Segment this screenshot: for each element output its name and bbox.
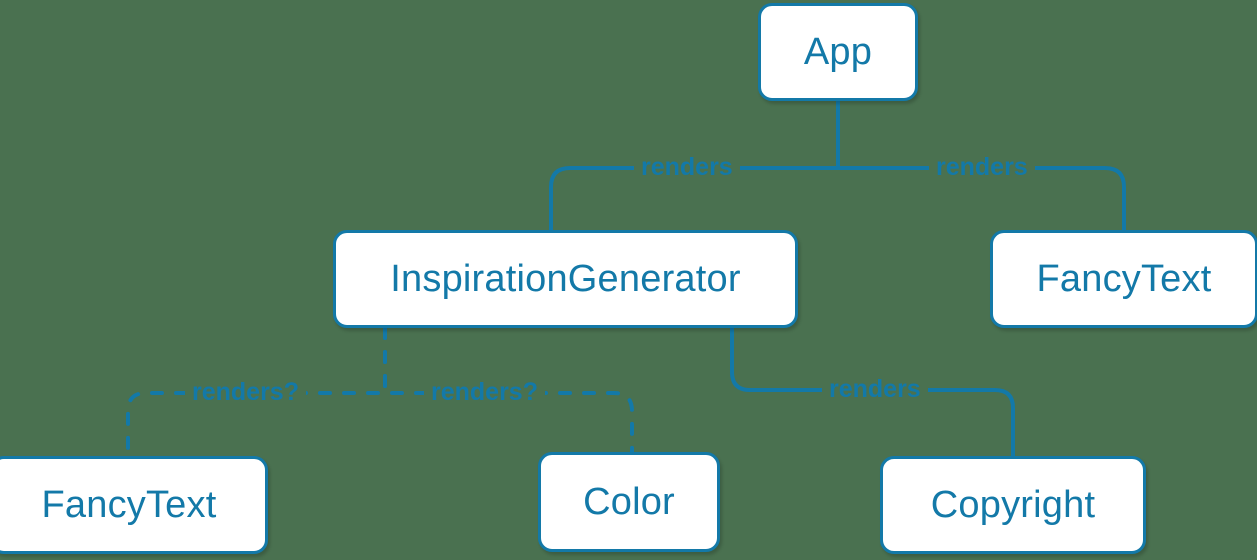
node-fancytext-right[interactable]: FancyText bbox=[990, 230, 1257, 328]
edge-label-inspiration-fancytext: renders? bbox=[185, 380, 306, 405]
edge-inspiration-to-color-dashed bbox=[383, 326, 634, 454]
node-app[interactable]: App bbox=[758, 3, 918, 101]
node-color[interactable]: Color bbox=[538, 452, 720, 552]
node-app-label: App bbox=[803, 31, 873, 73]
node-fancytext-bottom[interactable]: FancyText bbox=[0, 456, 268, 554]
node-color-label: Color bbox=[583, 481, 675, 523]
edge-app-to-fancytext bbox=[836, 99, 1126, 232]
node-copyright-label: Copyright bbox=[930, 484, 1096, 526]
node-inspiration-generator-label: InspirationGenerator bbox=[390, 258, 741, 300]
node-copyright[interactable]: Copyright bbox=[880, 456, 1146, 554]
edge-inspiration-to-fancytext-dashed bbox=[126, 326, 387, 458]
edge-label-app-fancytext: renders bbox=[929, 155, 1035, 180]
node-inspiration-generator[interactable]: InspirationGenerator bbox=[333, 230, 798, 328]
edge-app-to-inspiration bbox=[549, 99, 840, 232]
edge-label-inspiration-copyright: renders bbox=[822, 377, 928, 402]
edge-label-inspiration-color: renders? bbox=[424, 380, 545, 405]
edge-label-app-inspiration: renders bbox=[634, 155, 740, 180]
node-fancytext-bottom-label: FancyText bbox=[41, 484, 217, 526]
node-fancytext-right-label: FancyText bbox=[1036, 258, 1212, 300]
